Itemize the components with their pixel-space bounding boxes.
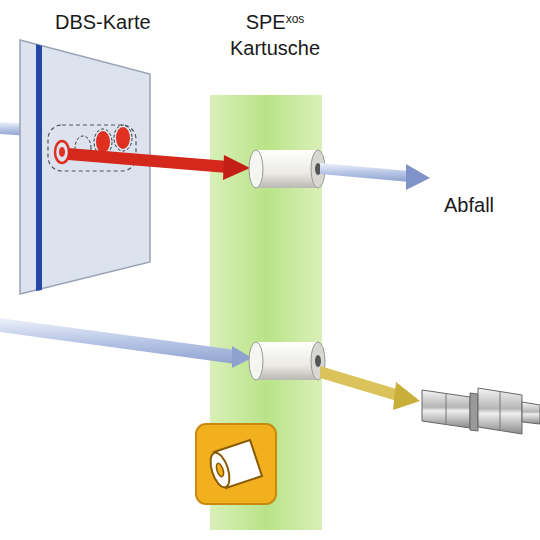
cartridge — [249, 150, 325, 188]
text-holder: DBS-Karte — [55, 10, 151, 34]
yellow-arrow — [320, 366, 400, 401]
tube — [0, 318, 236, 364]
red-arrowhead — [223, 155, 250, 180]
yellow-arrowhead — [393, 382, 420, 410]
blue-arrow — [320, 163, 410, 182]
dbs-card — [20, 40, 150, 294]
superscript: xos — [286, 12, 305, 26]
red-arrow — [68, 148, 228, 173]
band-heading: SPE — [246, 11, 286, 33]
blue-arrowhead — [406, 164, 430, 190]
cartridge-icon — [196, 424, 276, 504]
band-heading: Kartusche — [200, 36, 350, 60]
cartridge — [249, 342, 325, 380]
fitting — [422, 388, 540, 434]
cartridge-band: SPExosKartusche — [200, 4, 350, 530]
heading-line: SPExos — [200, 10, 350, 34]
card-stripe — [36, 44, 42, 291]
output-label: Abfall — [444, 194, 494, 217]
card-heading: DBS-Karte — [55, 10, 151, 34]
text-holder: SPExosKartusche — [200, 10, 350, 60]
dbs-card-node: DBS-Karte — [15, 6, 165, 298]
